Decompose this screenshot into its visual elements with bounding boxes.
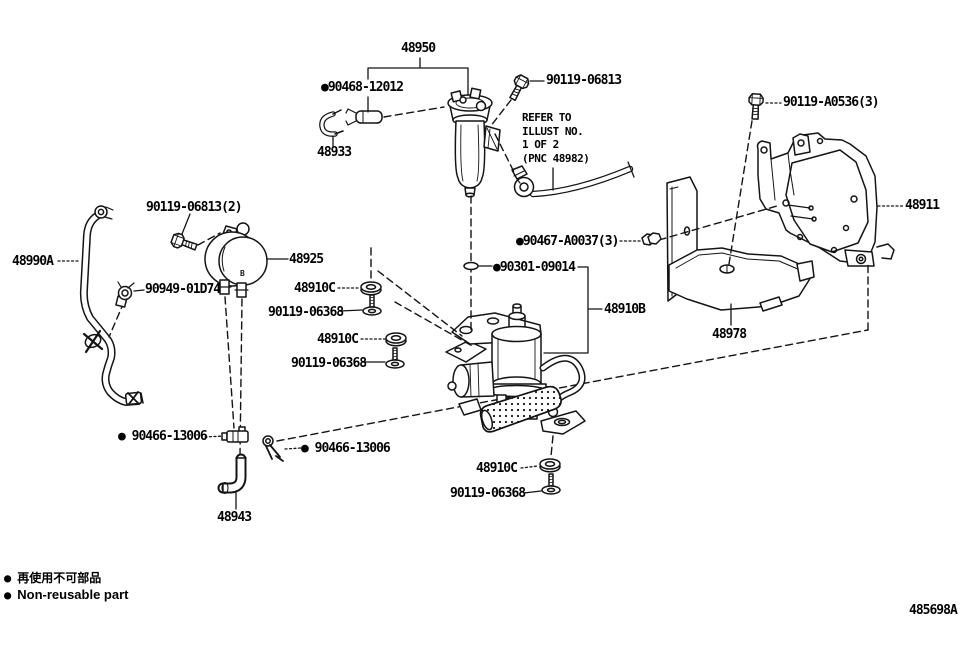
grommet-48910c-icon-2 [385, 332, 407, 347]
part-label-90119-06813-2[interactable]: 90119-06813(2) [146, 200, 243, 215]
hose-48990a [79, 205, 144, 406]
part-label-90119-06368-3[interactable]: 90119-06368 [450, 486, 526, 501]
part-label-90301-09014[interactable]: ●90301-09014 [493, 260, 576, 275]
accumulator-mark: B [240, 269, 245, 278]
label-leaders [57, 57, 904, 510]
bolt-90119-06368-icon-2 [385, 347, 405, 369]
refer-note: REFER TO ILLUST NO. 1 OF 2 (PNC 48982) [522, 111, 590, 165]
part-label-48925[interactable]: 48925 [289, 252, 324, 267]
grommet-48910c-icon-3 [539, 458, 561, 473]
non-reusable-dot-icon: ● [4, 570, 12, 585]
part-label-48933[interactable]: 48933 [317, 145, 352, 160]
clamp-90466-icon [262, 435, 284, 462]
refer-note-line: 1 OF 2 [522, 138, 559, 151]
part-label-48911[interactable]: 48911 [905, 198, 940, 213]
part-label-90119-a0536[interactable]: 90119-A0536(3) [783, 95, 880, 110]
part-label-48990a[interactable]: 48990A [12, 254, 54, 269]
pump-assembly-48910b [445, 303, 586, 435]
part-label-90949-01d74[interactable]: 90949-01D74 [145, 282, 221, 297]
legend: ● 再使用不可部品 ● Non-reusable part [4, 569, 128, 603]
bolt-90119-06813-2-icon [169, 231, 200, 255]
clamp-48933 [319, 109, 344, 137]
connector-tube-90468 [345, 108, 383, 126]
clip-90949-icon [115, 281, 135, 308]
bolt-90119-06813-icon [505, 72, 532, 103]
nut-90467-icon [641, 232, 662, 246]
elbow-48943 [217, 453, 247, 495]
part-label-48910b[interactable]: 48910B [604, 302, 646, 317]
accumulator-48925: B [204, 222, 268, 298]
legend-text-jp: 再使用不可部品 [17, 571, 102, 585]
part-label-90466-13006-1[interactable]: ● 90466-13006 [118, 429, 208, 444]
part-label-48950[interactable]: 48950 [401, 41, 436, 56]
part-label-48978[interactable]: 48978 [712, 327, 747, 342]
leader-dashed-long [276, 329, 869, 442]
refer-note-line: (PNC 48982) [522, 151, 590, 165]
part-label-48910c-2[interactable]: 48910C [317, 332, 359, 347]
part-label-90119-06813[interactable]: 90119-06813 [546, 73, 622, 88]
part-label-90467-a0037[interactable]: ●90467-A0037(3) [516, 234, 619, 249]
legend-text-en: Non-reusable part [17, 587, 129, 602]
fuel-filter-48950 [447, 87, 635, 198]
part-label-48910c-1[interactable]: 48910C [294, 281, 336, 296]
part-label-90468-12012[interactable]: ●90468-12012 [321, 80, 404, 95]
part-label-48910c-3[interactable]: 48910C [476, 461, 518, 476]
grommet-48910c-icon-1 [360, 281, 382, 296]
refer-note-line: REFER TO [522, 111, 571, 124]
tee-90466-icon [221, 426, 249, 443]
oring-90301-icon [463, 261, 479, 271]
bracket-48978 [666, 176, 815, 312]
non-reusable-dot-icon: ● [4, 587, 12, 602]
refer-note-line: ILLUST NO. [522, 124, 584, 138]
part-label-48943[interactable]: 48943 [217, 510, 252, 525]
bolt-90119-06368-icon-3 [541, 473, 561, 495]
bracket-48911 [756, 132, 895, 267]
bolt-90119-a0536-icon [747, 92, 765, 121]
part-label-90119-06368-1[interactable]: 90119-06368 [268, 305, 344, 320]
part-label-90119-06368-2[interactable]: 90119-06368 [291, 356, 367, 371]
bolt-90119-06368-icon-1 [362, 294, 382, 316]
part-label-90466-13006-2[interactable]: ● 90466-13006 [301, 441, 391, 456]
figure-code: 485698A [909, 603, 958, 618]
